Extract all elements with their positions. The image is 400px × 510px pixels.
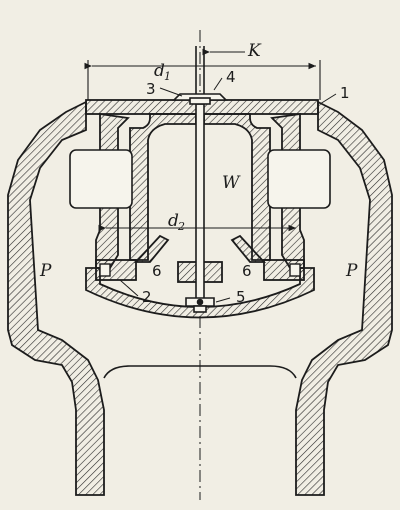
label-P-right: P xyxy=(345,261,358,281)
valve-stem xyxy=(172,30,228,500)
label-W: W xyxy=(222,173,241,193)
leader-lines xyxy=(119,77,337,303)
cup-body xyxy=(85,267,315,319)
slots xyxy=(99,263,301,277)
guide-right xyxy=(230,234,267,263)
label-d1-sub: 1 xyxy=(164,70,171,83)
label-2: 2 xyxy=(142,288,152,306)
label-5: 5 xyxy=(236,288,246,306)
label-d2: d xyxy=(168,211,179,231)
side-blocks xyxy=(69,149,331,209)
casing-right-wall xyxy=(295,100,393,496)
stem-cap xyxy=(189,97,211,105)
label-d1: d xyxy=(154,61,165,81)
label-1: 1 xyxy=(340,84,350,102)
guide-left xyxy=(133,234,170,263)
casing-left-wall xyxy=(7,100,105,496)
label-P-left: P xyxy=(39,261,52,281)
label-d2-sub: 2 xyxy=(177,220,185,233)
label-6-left: 6 xyxy=(152,262,162,280)
stem-rod xyxy=(195,103,205,305)
outer-casing xyxy=(7,100,393,496)
label-6-right: 6 xyxy=(242,262,252,280)
label-K: K xyxy=(247,41,262,61)
left-block xyxy=(69,149,133,209)
label-4: 4 xyxy=(226,68,236,86)
label-3: 3 xyxy=(146,80,156,98)
lower-pipe xyxy=(103,365,297,379)
right-block xyxy=(267,149,331,209)
stem-head xyxy=(172,93,228,101)
dimension-d1 xyxy=(84,60,321,100)
